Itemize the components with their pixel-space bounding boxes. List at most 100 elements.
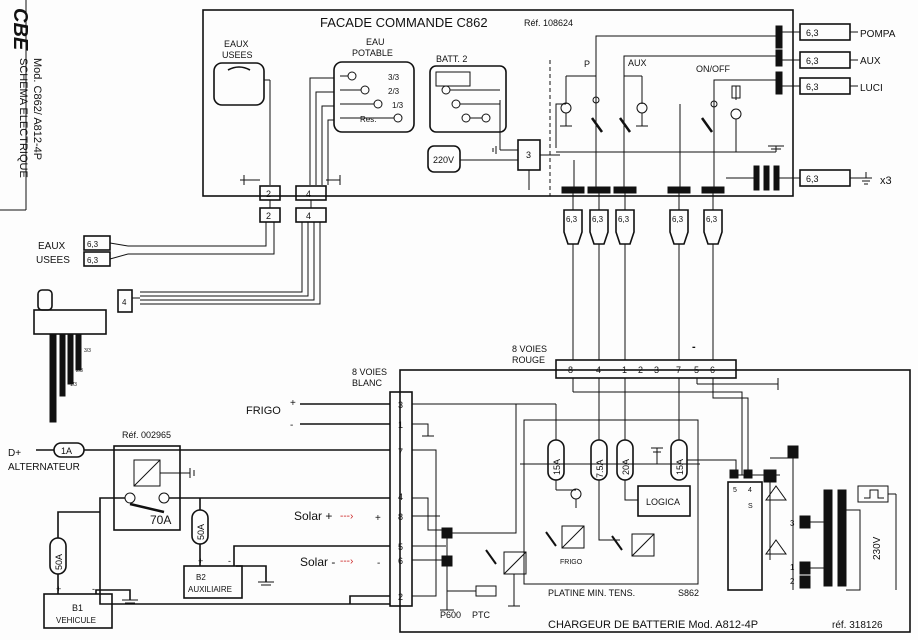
blanc-pin-7: 7: [398, 447, 403, 457]
eaux-usees-icon: [227, 66, 251, 71]
b2-minus: -: [228, 556, 231, 566]
eaux-usees-indicator: [213, 62, 265, 106]
b1-sublabel: VEHICULE: [56, 616, 96, 625]
diode-1: [765, 485, 787, 501]
frigo-relay-coil: [561, 525, 585, 549]
rouge-pin-3: 3: [654, 365, 659, 375]
pompa-wire: [595, 35, 778, 188]
led-1-3: [373, 99, 383, 109]
transformer-core-2: [837, 489, 847, 587]
fuse-1a-label: 1A: [61, 446, 72, 456]
ptc-resistor: [475, 585, 497, 597]
water-tank-probe: [33, 289, 107, 423]
charger-title: CHARGEUR DE BATTERIE Mod. A812-4P: [548, 619, 758, 631]
mains-switch: [857, 485, 889, 503]
led-3-3: [347, 71, 357, 81]
logica-label: LOGICA: [646, 497, 680, 507]
rouge-pin-8: 8: [568, 365, 573, 375]
v220-indicator: [427, 145, 461, 173]
s862-label: S862: [678, 588, 699, 598]
board-pin-s: S: [748, 503, 753, 510]
charger-board: [727, 481, 763, 591]
switch-onoff-label: ON/OFF: [696, 64, 730, 74]
blanc-label-1: 8 VOIES: [352, 367, 387, 377]
eaux-usees-label-1: EAUX: [224, 39, 249, 49]
diode-num-3: 3: [790, 519, 795, 528]
panel-bar-2: [587, 186, 611, 194]
pompa-terminal-bar: [775, 25, 783, 49]
plug-1-size: 6,3: [566, 215, 578, 224]
diode-2: [765, 539, 787, 555]
v220-label: 220V: [433, 155, 454, 165]
frigo-relay-label: FRIGO: [560, 559, 583, 566]
b2-plus: +: [198, 556, 203, 566]
batt2-indicator: [429, 65, 507, 133]
schema-title: SCHEMA ELECTRIQUE: [17, 58, 29, 178]
relay-3-num: 3: [526, 150, 531, 160]
brand-logo: CBE: [9, 8, 31, 51]
tank-level-3-3: 3/3: [84, 348, 91, 354]
plug-5: [703, 209, 723, 245]
frigo-minus: -: [290, 420, 293, 431]
eaux-usees-label-2: USEES: [222, 50, 253, 60]
eaux-usees-side-2: USEES: [36, 255, 70, 266]
b2-label: B2: [196, 573, 206, 582]
junction-2: [441, 555, 453, 567]
frigo-plus: +: [290, 398, 296, 409]
transformer-core-1: [823, 489, 833, 587]
fuse-15a-2-label: 15A: [675, 459, 685, 475]
level-res: Res.: [360, 115, 376, 124]
eau-potable-indicator: [333, 61, 415, 133]
aux-terminal-size: 6,3: [806, 56, 819, 66]
switch-aux: [618, 117, 632, 133]
connector-2-top-num: 2: [266, 189, 271, 199]
plug-5-size: 6,3: [706, 215, 718, 224]
ptc-label: PTC: [472, 610, 491, 620]
connector-8-voies-rouge: [555, 359, 737, 379]
solar-plus-arrow: ---›: [340, 511, 353, 522]
level-3-3: 3/3: [388, 73, 400, 82]
luci-terminal-bar: [775, 71, 783, 95]
facade-ref: Réf. 108624: [524, 18, 573, 28]
eau-potable-label-2: POTABLE: [352, 48, 393, 58]
fuse-15a-1-label: 15A: [552, 459, 562, 475]
relay-contact: [129, 502, 165, 514]
batt2-label: BATT. 2: [436, 54, 467, 64]
eaux-usees-side-1: EAUX: [38, 241, 66, 252]
panel-bar-1: [561, 186, 585, 194]
relay-box: [113, 445, 181, 531]
solar-plus-sign: +: [375, 513, 381, 524]
blanc-pin-3: 3: [398, 400, 403, 410]
mains-230v-label: 230V: [872, 536, 883, 560]
level-2-3: 2/3: [388, 87, 400, 96]
onoff-lamp-icon: [730, 108, 742, 120]
plug-1: [563, 209, 583, 245]
battery-b1: [43, 593, 113, 629]
facade-title: FACADE COMMANDE C862: [320, 15, 488, 30]
pompa-terminal-size: 6,3: [806, 28, 819, 38]
fuse-50a-b1-label: 50A: [54, 554, 64, 570]
eaux-usees-term-2-size: 6,3: [87, 256, 99, 265]
connector-4-top-num: 4: [306, 189, 311, 199]
plug-3: [615, 209, 635, 245]
plug-4: [669, 209, 689, 245]
diode-num-2: 2: [790, 577, 795, 586]
aux-wire: [623, 55, 778, 188]
rouge-pin-7: 7: [676, 365, 681, 375]
plug-3-size: 6,3: [618, 215, 630, 224]
blanc-pin-8: 8: [398, 512, 403, 522]
battery-icon: [435, 71, 471, 87]
blanc-pin-4: 4: [398, 492, 403, 502]
board-pin-5: 5: [733, 487, 737, 494]
switch-aux-label: AUX: [628, 58, 647, 68]
junction-1: [441, 527, 453, 539]
blanc-label-2: BLANC: [352, 378, 383, 388]
logica-module: [637, 485, 691, 517]
tank-connector-4: [117, 289, 133, 313]
platine-label: PLATINE MIN. TENS.: [548, 588, 635, 598]
blanc-pin-6: 6: [398, 556, 403, 566]
aux-output-label: AUX: [860, 56, 881, 67]
aux-terminal-bar: [775, 49, 783, 67]
p600-label: P600: [440, 610, 461, 620]
